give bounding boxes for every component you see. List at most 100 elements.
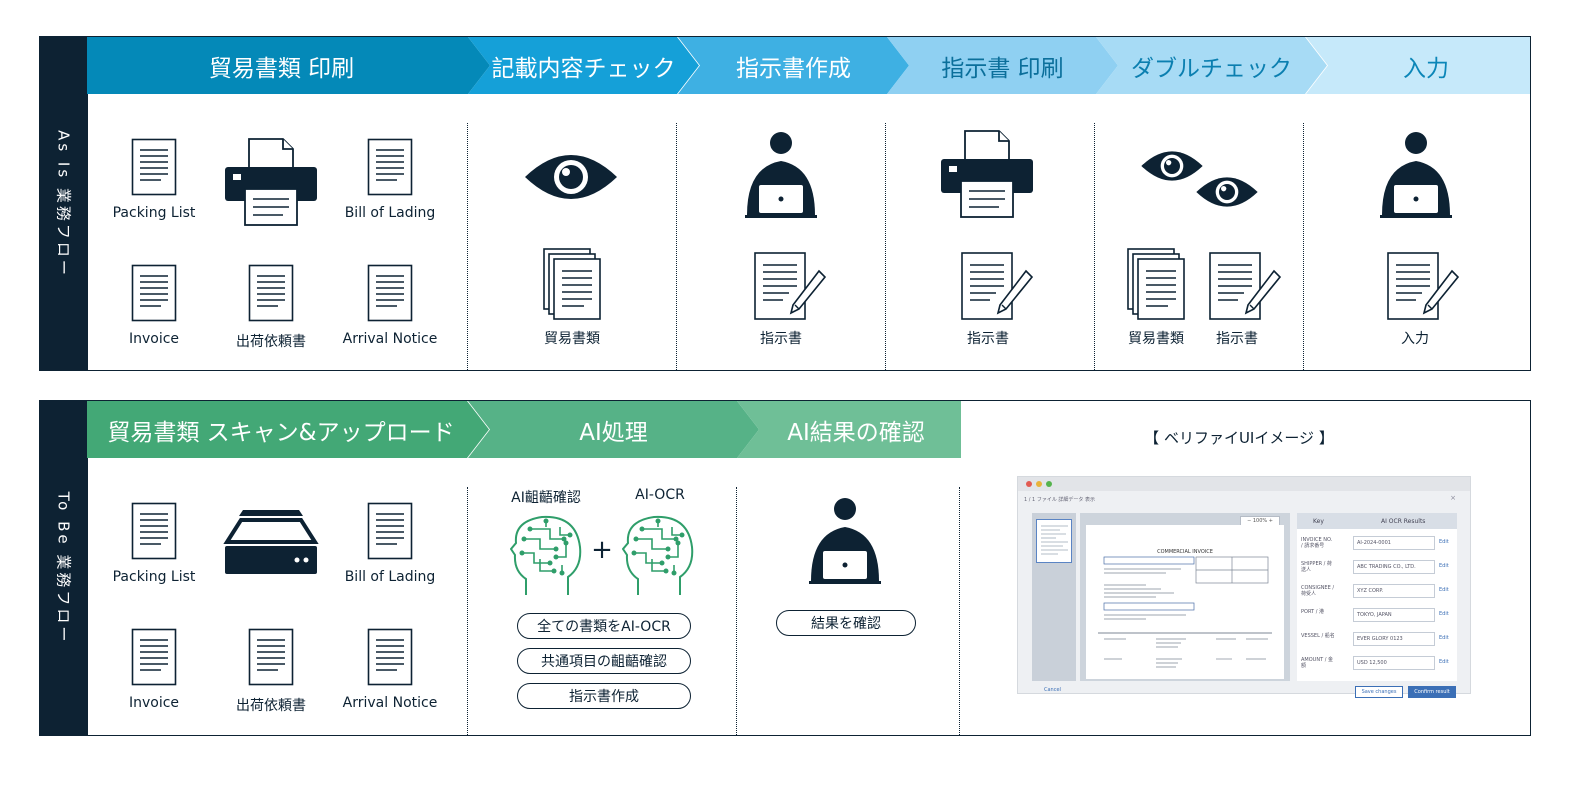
edit-link[interactable]: Edit (1439, 563, 1449, 569)
label-instruction: 指示書 (1216, 331, 1258, 347)
document-icon (367, 264, 413, 322)
result-value-input[interactable]: AI-2024-0001 (1353, 536, 1435, 550)
document-icon (248, 628, 294, 686)
document-icon (131, 628, 177, 686)
result-key: INVOICE NO. / 請求番号 (1301, 537, 1333, 549)
document-page: COMMERCIAL INVOICE (1086, 525, 1284, 679)
result-value-input[interactable]: USD 12,500 (1353, 656, 1435, 670)
close-icon[interactable]: × (1450, 494, 1456, 502)
separator (676, 123, 677, 370)
document-stack-icon (1126, 247, 1188, 323)
minimize-dot-icon (1036, 481, 1042, 487)
doc-label-shipping-request: 出荷依頼書 (236, 334, 306, 350)
window-titlebar (1018, 477, 1470, 491)
save-changes-button[interactable]: Save changes (1355, 686, 1403, 698)
edit-link[interactable]: Edit (1439, 539, 1449, 545)
doc-label-invoice: Invoice (128, 695, 180, 711)
header-results: AI OCR Results (1381, 518, 1426, 525)
document-icon (248, 264, 294, 322)
result-key: AMOUNT / 金額 (1301, 657, 1333, 669)
separator (885, 123, 886, 370)
edit-link[interactable]: Edit (1439, 587, 1449, 593)
document-viewer[interactable]: − 100% + COMMERCIAL INVOICE (1080, 513, 1290, 681)
pill-all-docs-ocr: 全ての書類をAI-OCR (517, 613, 691, 639)
ocr-results-panel: Key AI OCR Results INVOICE NO. / 請求番号 AI-… (1297, 513, 1457, 681)
result-key: SHIPPER / 荷送人 (1301, 561, 1332, 573)
result-row: VESSEL / 船名 EVER GLORY 0123 Edit (1301, 631, 1451, 649)
as-is-panel: As Is 業務フロー 貿易書類 印刷記載内容チェック指示書作成指示書 印刷ダブ… (39, 36, 1531, 371)
separator (467, 487, 468, 735)
label-instruction: 指示書 (760, 331, 802, 347)
header-key: Key (1313, 518, 1324, 525)
as-is-step-6: 入力 (1306, 37, 1530, 94)
document-icon (131, 264, 177, 322)
document-pen-icon (1386, 251, 1462, 327)
label-instruction: 指示書 (967, 331, 1009, 347)
verify-ui-title: 【 ベリファイUIイメージ 】 (1144, 429, 1334, 447)
printer-icon (939, 129, 1035, 221)
document-pen-icon (753, 251, 829, 327)
result-row: AMOUNT / 金額 USD 12,500 Edit (1301, 655, 1451, 673)
mock-toolbar-text: 1 / 1 ファイル 詳細データ 表示 (1024, 497, 1095, 503)
label-trade-docs: 貿易書類 (1128, 331, 1184, 347)
result-value-input[interactable]: TOKYO, JAPAN (1353, 608, 1435, 622)
person-laptop-icon (743, 131, 819, 223)
result-key: VESSEL / 船名 (1301, 633, 1335, 639)
pill-confirm-result: 結果を確認 (776, 610, 916, 636)
ai-head-icon (622, 513, 696, 597)
plus-sign: + (591, 535, 613, 565)
verify-ui-mockup: 1 / 1 ファイル 詳細データ 表示 × − 100% + COMMERCIA… (1017, 476, 1471, 698)
as-is-step-1: 貿易書類 印刷 (87, 37, 490, 94)
as-is-side-label: As Is 業務フロー (40, 37, 88, 370)
as-is-step-2: 記載内容チェック (468, 37, 699, 94)
doc-title: COMMERCIAL INVOICE (1157, 549, 1213, 555)
result-row: PORT / 港 TOKYO, JAPAN Edit (1301, 607, 1451, 625)
doc-label-packing-list: Packing List (112, 569, 196, 585)
scanner-icon (223, 508, 319, 576)
edit-link[interactable]: Edit (1439, 635, 1449, 641)
separator (959, 487, 960, 735)
ai-head-icon (510, 513, 584, 597)
as-is-step-3: 指示書作成 (678, 37, 909, 94)
as-is-step-4: 指示書 印刷 (887, 37, 1118, 94)
pill-common-item-check: 共通項目の齟齬確認 (517, 648, 691, 674)
edit-link[interactable]: Edit (1439, 659, 1449, 665)
doc-label-bill-of-lading: Bill of Lading (344, 205, 436, 221)
to-be-step-2: AI処理 (468, 401, 759, 458)
document-icon (367, 628, 413, 686)
page-thumbnail[interactable] (1036, 519, 1072, 563)
thumbnail-column (1032, 513, 1076, 681)
separator (1303, 123, 1304, 370)
close-dot-icon (1026, 481, 1032, 487)
confirm-result-button[interactable]: Confirm result (1408, 686, 1456, 698)
doc-label-bill-of-lading: Bill of Lading (344, 569, 436, 585)
person-laptop-icon (1378, 131, 1454, 223)
to-be-side-label: To Be 業務フロー (40, 401, 88, 735)
result-key: CONSIGNEE / 荷受人 (1301, 585, 1335, 597)
document-icon (367, 138, 413, 196)
edit-link[interactable]: Edit (1439, 611, 1449, 617)
result-value-input[interactable]: ABC TRADING CO., LTD. (1353, 560, 1435, 574)
result-value-input[interactable]: XYZ CORP. (1353, 584, 1435, 598)
person-laptop-icon (807, 497, 883, 589)
results-header: Key AI OCR Results (1297, 513, 1457, 529)
eye-icon (523, 147, 619, 207)
cancel-button[interactable]: Cancel (1044, 687, 1061, 693)
document-stack-icon (542, 247, 604, 323)
maximize-dot-icon (1046, 481, 1052, 487)
document-pen-icon (960, 251, 1036, 327)
separator (467, 123, 468, 370)
document-icon (131, 138, 177, 196)
doc-label-invoice: Invoice (128, 331, 180, 347)
doc-label-arrival-notice: Arrival Notice (342, 331, 438, 347)
document-pen-icon (1208, 251, 1284, 327)
label-input: 入力 (1401, 331, 1429, 347)
result-value-input[interactable]: EVER GLORY 0123 (1353, 632, 1435, 646)
result-row: CONSIGNEE / 荷受人 XYZ CORP. Edit (1301, 583, 1451, 601)
printer-icon (223, 137, 319, 229)
separator (736, 487, 737, 735)
result-key: PORT / 港 (1301, 609, 1324, 615)
to-be-step-1: 貿易書類 スキャン&アップロード (87, 401, 489, 458)
ai-check-label: AI齟齬確認 (511, 490, 581, 506)
